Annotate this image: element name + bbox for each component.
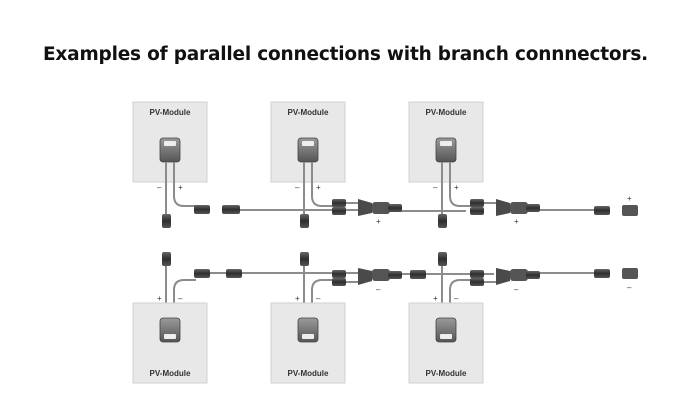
minus-sign: – <box>178 294 183 303</box>
branch-connector <box>496 268 540 285</box>
branch-connector <box>496 199 540 216</box>
plus-sign: + <box>316 183 321 192</box>
connector <box>194 205 210 214</box>
end-connector <box>622 268 638 279</box>
minus-sign: – <box>514 285 519 294</box>
connector <box>162 214 171 228</box>
connector <box>438 214 447 228</box>
junction-box <box>435 317 457 343</box>
plus-sign: + <box>295 294 300 303</box>
branch-connector <box>358 199 402 216</box>
plus-sign: + <box>627 194 632 203</box>
connector <box>470 199 484 207</box>
connector <box>470 270 484 278</box>
end-connector <box>622 205 638 216</box>
connector <box>332 270 346 278</box>
plus-sign: + <box>178 183 183 192</box>
page-title: Examples of parallel connections with br… <box>43 44 649 65</box>
connector <box>470 207 484 215</box>
module-label: PV-Module <box>426 369 467 378</box>
junction-box <box>297 317 319 343</box>
branch-connector <box>358 268 402 285</box>
connector <box>222 205 240 214</box>
module-label: PV-Module <box>288 369 329 378</box>
plus-sign: + <box>454 183 459 192</box>
pv-module-bottom-1: + – PV-Module <box>132 294 208 384</box>
pv-module-top-3: PV-Module – + <box>408 101 484 192</box>
bottom-connectors: – – – <box>162 252 638 294</box>
connector <box>300 252 309 266</box>
top-connectors: + + + <box>162 194 638 228</box>
connector <box>332 278 346 286</box>
junction-box <box>297 137 319 163</box>
minus-sign: – <box>376 285 381 294</box>
connector <box>438 252 447 266</box>
minus-sign: – <box>627 283 632 292</box>
pv-module-top-2: PV-Module – + <box>270 101 346 192</box>
pv-module-bottom-2: + – PV-Module <box>270 294 346 384</box>
plus-sign: + <box>376 217 381 226</box>
connector <box>226 269 242 278</box>
pv-module-bottom-3: + – PV-Module <box>408 294 484 384</box>
connector <box>194 269 210 278</box>
plus-sign: + <box>514 217 519 226</box>
connector <box>470 278 484 286</box>
connector <box>332 199 346 207</box>
connector <box>300 214 309 228</box>
minus-sign: – <box>316 294 321 303</box>
junction-box <box>159 317 181 343</box>
plus-sign: + <box>433 294 438 303</box>
connector <box>162 252 171 266</box>
minus-sign: – <box>157 183 162 192</box>
module-label: PV-Module <box>288 108 329 117</box>
connector <box>594 269 610 278</box>
module-label: PV-Module <box>150 108 191 117</box>
connector <box>332 207 346 215</box>
pv-module-top-1: PV-Module – + <box>132 101 208 192</box>
minus-sign: – <box>295 183 300 192</box>
minus-sign: – <box>433 183 438 192</box>
module-label: PV-Module <box>426 108 467 117</box>
plus-sign: + <box>157 294 162 303</box>
minus-sign: – <box>454 294 459 303</box>
connector <box>594 206 610 215</box>
junction-box <box>435 137 457 163</box>
module-label: PV-Module <box>150 369 191 378</box>
connector <box>410 270 426 279</box>
junction-box <box>159 137 181 163</box>
